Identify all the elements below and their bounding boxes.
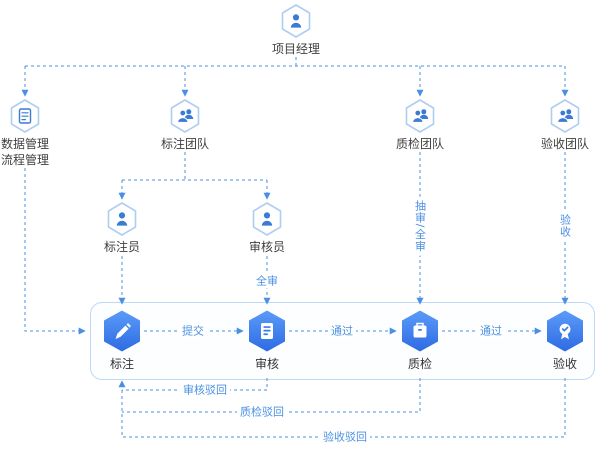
node-annotator: 标注员: [92, 202, 152, 255]
node-label: 验收团队: [540, 137, 589, 151]
edge-label-acceptance-reject: 验收驳回: [320, 429, 370, 445]
node-acceptance-team: 验收团队: [535, 99, 595, 152]
edge-label-acceptance: 验收: [557, 211, 573, 241]
node-label: 质检: [407, 357, 432, 371]
node-label: 项目经理: [271, 42, 320, 56]
edge-label-sampling-or-full-review: 抽审/全审: [412, 196, 428, 256]
node-project-manager: 项目经理: [266, 4, 326, 57]
node-review-step: 审核: [237, 309, 297, 372]
edge-label-submit: 提交: [179, 323, 207, 339]
document-check-icon: [249, 310, 285, 352]
node-data-management: 数据管理 流程管理: [0, 99, 55, 168]
node-label: 标注: [109, 357, 134, 371]
edge-label-pass-2: 通过: [477, 323, 505, 339]
node-label: 标注员: [103, 240, 140, 254]
edge-review-reject: [122, 378, 268, 391]
document-list-icon: [10, 99, 40, 133]
node-annotate-step: 标注: [92, 309, 152, 372]
edge-label-pass-1: 通过: [328, 323, 356, 339]
person-icon: [107, 202, 137, 236]
node-label: 审核员: [248, 240, 285, 254]
edge-acceptance-reject: [118, 378, 566, 438]
team-icon: [405, 99, 435, 133]
team-icon: [170, 99, 200, 133]
person-icon: [252, 202, 282, 236]
node-label: 标注团队: [160, 137, 209, 151]
node-label: 质检团队: [395, 137, 444, 151]
node-annotation-team: 标注团队: [155, 99, 215, 152]
briefcase-icon: [402, 310, 438, 352]
node-label: 数据管理: [0, 137, 49, 151]
node-qc-team: 质检团队: [390, 99, 450, 152]
edge-label-review-reject: 审核驳回: [180, 382, 230, 398]
person-icon: [281, 4, 311, 38]
edge-label-qc-reject: 质检驳回: [237, 404, 287, 420]
edge-datamgmt-to-workflow: [24, 168, 86, 335]
node-label: 流程管理: [0, 153, 49, 167]
workflow-container: [90, 302, 595, 380]
node-acceptance-step: 验收: [535, 309, 595, 372]
node-reviewer: 审核员: [237, 202, 297, 255]
team-icon: [550, 99, 580, 133]
badge-check-icon: [547, 310, 583, 352]
pencil-icon: [104, 310, 140, 352]
node-qc-step: 质检: [390, 309, 450, 372]
node-label: 审核: [254, 357, 279, 371]
node-label: 验收: [552, 357, 577, 371]
edge-label-full-review: 全审: [253, 273, 281, 289]
